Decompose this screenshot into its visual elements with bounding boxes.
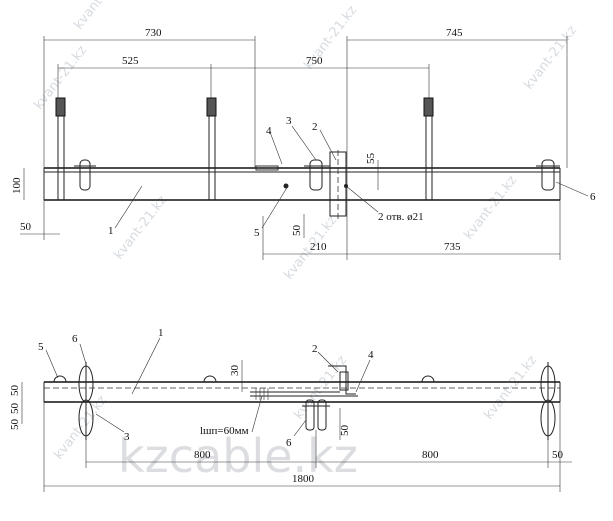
shunt-length-note: lшп=60мм [200,425,249,437]
dim-50-a: 50 [9,385,21,397]
shunt-plate [255,165,279,171]
side-callout-3: 3 [124,431,130,443]
clamp-right [536,159,560,191]
callout-5: 5 [254,227,260,239]
insulator-bump-right [421,375,435,383]
callout-1: 1 [108,225,114,237]
insulator-pin-left [55,97,66,200]
dim-50-right: 50 [552,449,564,461]
center-clamp [302,399,330,431]
insulator-pin-middle [206,97,217,200]
insulator-bump-left [53,375,67,383]
callout-4: 4 [266,125,272,137]
dim-55: 55 [365,153,377,165]
watermark-text: kvant-21.kz [461,173,520,242]
dim-745: 745 [446,27,463,39]
top-view: 730 745 525 750 55 100 50 50 210 735 2 о… [11,27,596,260]
side-callout-2: 2 [312,343,318,355]
holes-note: 2 отв. ø21 [378,211,424,223]
watermark-text: kvant-21.kz [71,0,130,32]
dim-50-bottom: 50 [291,225,303,237]
clamp-left [74,159,96,191]
dim-1800: 1800 [292,473,315,485]
dim-210: 210 [310,241,327,253]
watermark-large: kzcable.kz [118,429,358,483]
callout-6: 6 [590,191,596,203]
side-callout-4: 4 [368,349,374,361]
insulator-pin-right [423,97,434,200]
dim-50-middle: 50 [339,425,351,437]
watermark-text: kvant-21.kz [111,193,170,262]
side-bracket [328,365,356,395]
dim-30: 30 [229,365,241,377]
dim-750: 750 [306,55,323,67]
side-callout-5: 5 [38,341,44,353]
dim-50-left: 50 [20,221,32,233]
watermark-text: kvant-21.kz [51,393,110,462]
watermark-text: kvant-21.kz [521,23,580,92]
dim-735: 735 [444,241,461,253]
dim-525: 525 [122,55,139,67]
side-callout-1: 1 [158,327,164,339]
side-callout-6b: 6 [286,437,292,449]
side-callout-6a: 6 [72,333,78,345]
chain-clamp-right [540,362,556,440]
callout-3: 3 [286,115,292,127]
dim-730: 730 [145,27,162,39]
chain-clamp-left [78,362,94,440]
shunt-coil [255,388,269,400]
side-view: 30 50 50 50 50 800 800 50 1800 lшп=60мм … [9,327,572,492]
dim-50-b: 50 [9,403,21,415]
dim-50-left-side: 50 [9,419,21,431]
insulator-bump-middle [203,375,217,383]
dim-100: 100 [11,177,23,194]
dim-800-left: 800 [194,449,211,461]
dim-800-right: 800 [422,449,439,461]
clamp-center [304,159,330,191]
callout-2: 2 [312,121,318,133]
